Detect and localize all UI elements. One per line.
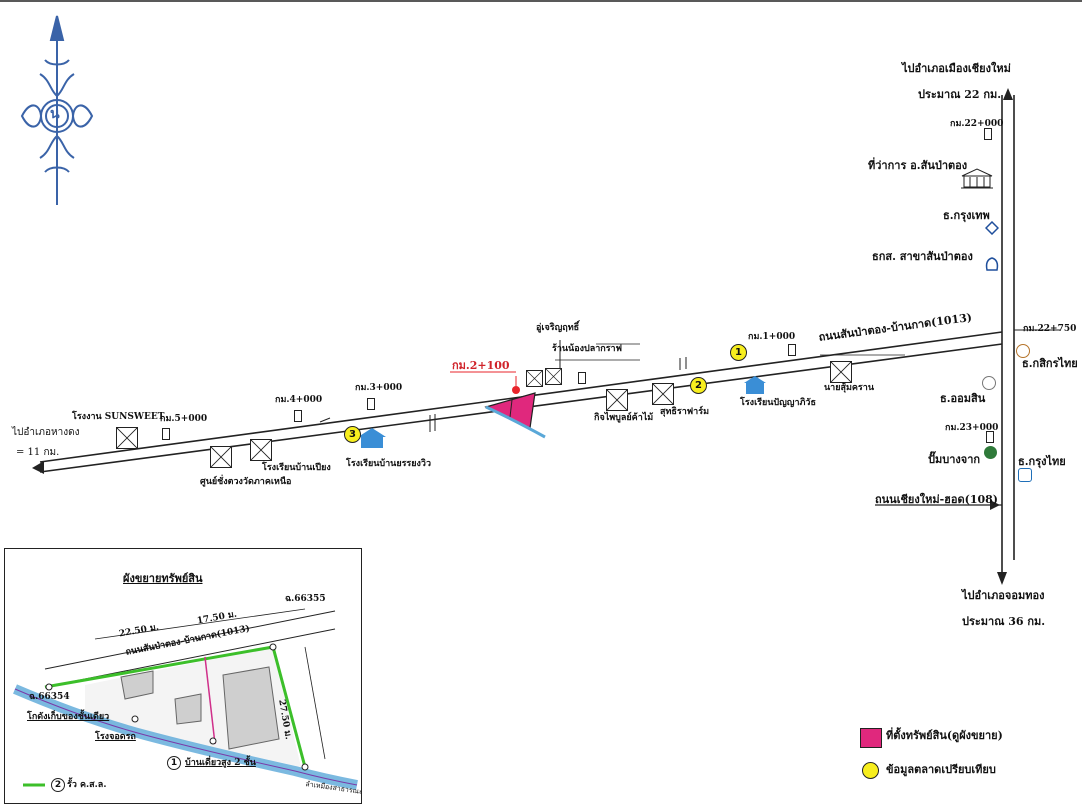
building-marker: [652, 383, 674, 405]
to-chiangmai-label: ไปอำเภอเมืองเชียงใหม่: [902, 62, 1011, 75]
building-marker: [606, 389, 628, 411]
sutthi-farm-label: สุทธิราฟาร์ม: [660, 407, 709, 417]
market-marker-2: 2: [690, 377, 707, 394]
garage-label: โรงจอดรถ: [95, 732, 136, 742]
km-post-icon: [578, 372, 586, 384]
two-storey-house-label: บ้านเดี่ยวสูง 2 ชั้น: [185, 758, 256, 768]
warehouse-label: โกดังเก็บของชั้นเดียว: [27, 712, 110, 722]
school-banpiang-label: โรงเรียนบ้านเปียง: [262, 463, 331, 473]
west-arrow: [32, 461, 44, 474]
bank-krungthep-label: ธ.กรุงเทพ: [943, 209, 990, 222]
building-marker: [545, 368, 562, 385]
km-post-icon: [367, 398, 375, 410]
km22000-label: กม.22+000: [950, 119, 1004, 129]
building-marker: [250, 439, 272, 461]
km3000-label: กม.3+000: [355, 383, 403, 393]
school-1-label: โรงเรียนปัญญาภิวัธ: [740, 398, 816, 408]
kitti-shop-label: กิจไพบูลย์ค้าไม้: [594, 413, 654, 423]
highway-108-label: ถนนเชียงใหม่-ฮอด(108): [875, 493, 999, 506]
to-chomthong-label: ไปอำเภอจอมทอง: [962, 589, 1045, 602]
km4000-label: กม.4+000: [275, 395, 323, 405]
building-marker: [116, 427, 138, 449]
market-marker-1: 1: [730, 344, 747, 361]
property-legend-swatch: [860, 728, 882, 748]
parcel-66355: ฉ.66355: [285, 594, 326, 604]
km5000-label: กม.5+000: [160, 414, 208, 424]
school-icon: [358, 428, 386, 450]
to-chomthong-distance: ประมาณ 36 กม.: [962, 615, 1046, 628]
north-arrow: [20, 15, 94, 205]
market-legend-label: ข้อมูลตลาดเปรียบเทียบ: [886, 763, 996, 776]
gas-station-label: ปั๊มบางจาก: [928, 453, 981, 466]
bank-icon: [984, 256, 1000, 272]
market-legend-swatch: [862, 762, 879, 779]
km-post-icon: [984, 128, 992, 140]
parcel-66354: ฉ.66354: [29, 692, 70, 702]
legend-fence-marker: 2: [51, 778, 65, 792]
km-post-icon: [986, 431, 994, 443]
government-building-icon: [960, 168, 994, 190]
district-office-label: ที่ว่าการ อ.สันป่าตอง: [868, 159, 968, 172]
kasikorn-label: ธ.กสิกรไทย: [1022, 357, 1078, 370]
center-label: ศูนย์ชั่งตวงวัดภาคเหนือ: [200, 477, 292, 487]
inset-marker-1: 1: [167, 756, 181, 770]
gas-station-icon: [984, 446, 997, 459]
inset-plan: ผังขยายทรัพย์สิน 22.50 ม. 17.50 ม. ฉ.663…: [4, 548, 362, 804]
nai-sumkran-label: นายสุ้มคราน: [824, 383, 874, 393]
bank-icon: [984, 220, 1000, 236]
subject-km-label: กม.2+100: [452, 359, 510, 372]
school-3-label: โรงเรียนบ้านยรรยงวิว: [346, 459, 432, 469]
km-post-icon: [788, 344, 796, 356]
thanachart-label: ธ.ออมสิน: [940, 392, 986, 405]
legend-fence-label: รั้ว ค.ส.ล.: [67, 780, 107, 790]
market-marker-3: 3: [344, 426, 361, 443]
bank-icon: [982, 376, 996, 390]
building-marker: [526, 370, 543, 387]
bank-icon: [1018, 468, 1032, 482]
krungthai-label: ธ.กรุงไทย: [1018, 455, 1066, 468]
km23000-label: กม.23+000: [945, 423, 999, 433]
sunsweet-label: โรงงาน SUNSWEET: [72, 412, 165, 422]
canal-near-property: [485, 405, 546, 439]
km-post-icon: [162, 428, 170, 440]
north-symbol: น: [50, 106, 60, 122]
km1000-label: กม.1+000: [748, 332, 796, 342]
subject-km-marker: [512, 386, 520, 394]
inset-title: ผังขยายทรัพย์สิน: [123, 572, 203, 585]
south-road-arrow: [997, 572, 1007, 585]
hw108-arrow: [990, 500, 1000, 510]
baac-label: ธกส. สาขาสันป่าตอง: [872, 250, 973, 263]
to-hangdong-label: ไปอำเภอหางดง: [12, 427, 80, 438]
charoen-label: อู่เจริญฤทธิ์: [536, 323, 580, 333]
coffee-shop-label: ร้านน้องปลากราฟ: [552, 344, 622, 354]
to-hangdong-distance: = 11 กม.: [16, 447, 60, 458]
school-icon: [744, 376, 766, 396]
bank-icon: [1016, 344, 1030, 358]
to-chiangmai-distance: ประมาณ 22 กม.: [918, 88, 1002, 101]
km-post-icon: [294, 410, 302, 422]
north-road-arrow: [1003, 88, 1013, 100]
property-legend-label: ที่ตั้งทรัพย์สิน(ดูผังขยาย): [886, 729, 1003, 742]
building-marker: [210, 446, 232, 468]
km22750-label: กม.22+750: [1023, 324, 1077, 334]
building-marker: [830, 361, 852, 383]
